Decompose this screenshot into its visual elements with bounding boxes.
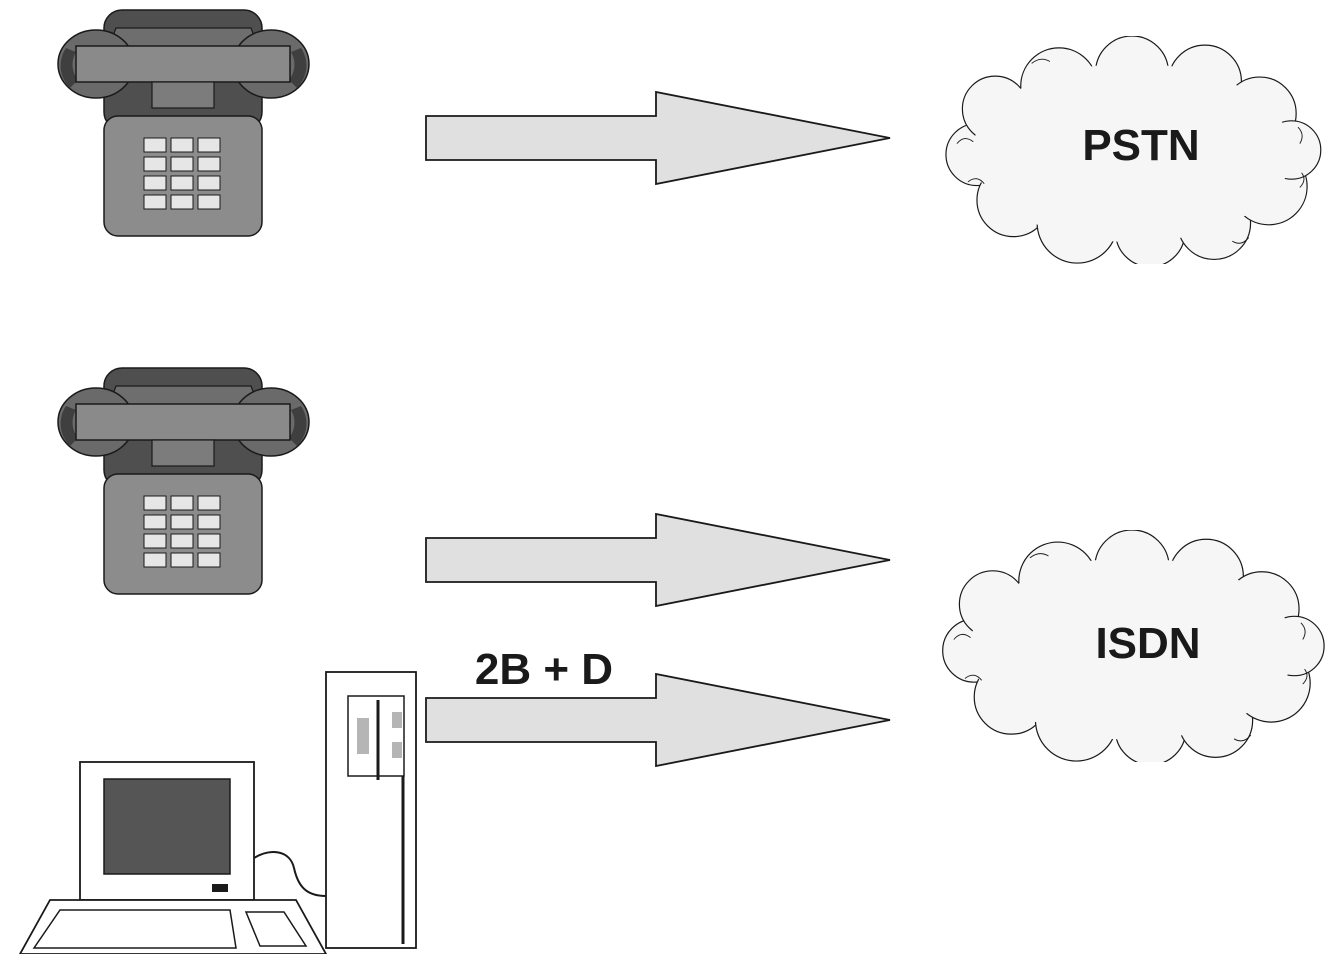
computer-icon: [18, 671, 417, 954]
channel-label: 2B + D: [475, 645, 613, 694]
pstn-cloud: PSTN: [945, 36, 1322, 264]
arrow-to-pstn: [425, 91, 891, 185]
isdn-cloud: ISDN: [942, 530, 1325, 762]
pstn-label: PSTN: [1082, 121, 1199, 170]
isdn-label: ISDN: [1095, 619, 1200, 668]
arrow-phone-to-isdn: [425, 513, 891, 607]
telephone-icon: [57, 367, 310, 595]
telephone-icon: [57, 9, 310, 237]
